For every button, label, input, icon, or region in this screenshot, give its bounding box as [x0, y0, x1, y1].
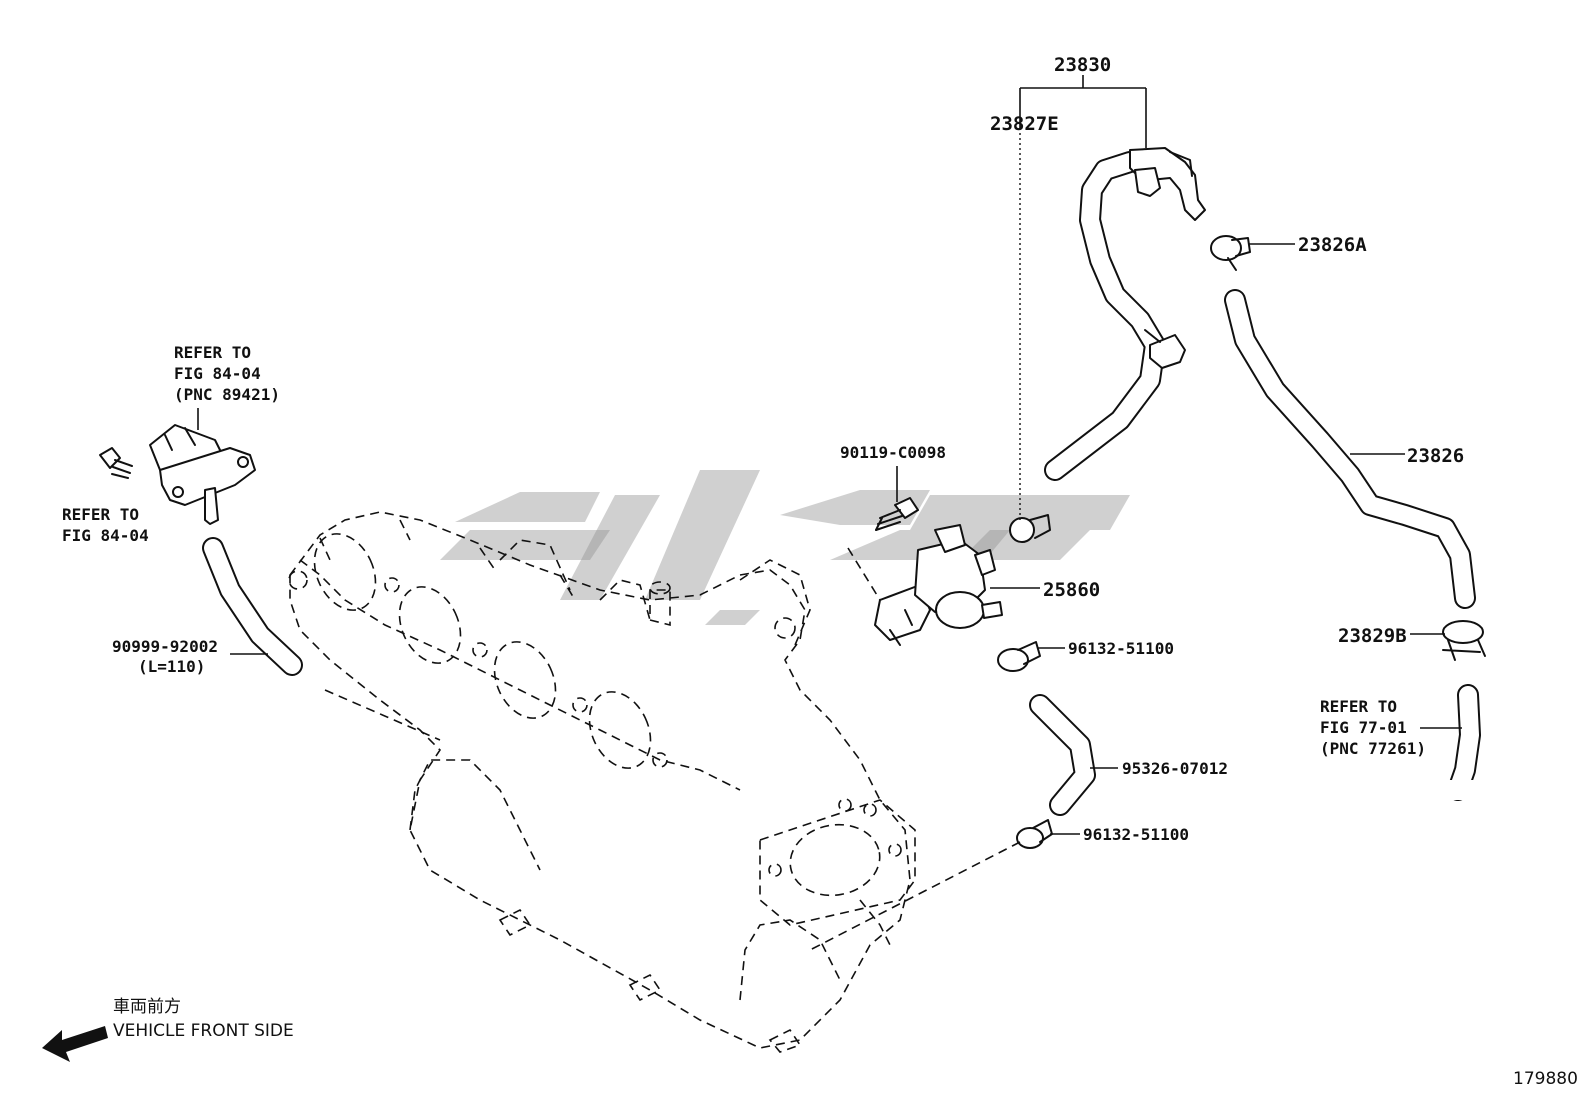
label-refer-right-3: (PNC 77261)	[1320, 739, 1426, 758]
hose-23826	[1224, 289, 1476, 609]
vacuum-switching-valve-25860	[874, 524, 1003, 646]
hose-clamp-23826a	[1210, 235, 1251, 271]
hose-clamp-96132-top	[997, 641, 1041, 672]
label-23827e: 23827E	[990, 113, 1059, 135]
label-refer-top-2: FIG 84-04	[174, 364, 261, 383]
label-refer-top-1: REFER TO	[174, 343, 251, 362]
label-refer-left-1: REFER TO	[62, 505, 139, 524]
pcv-hose-23830	[1044, 147, 1206, 481]
label-refer-top-3: (PNC 89421)	[174, 385, 280, 404]
arrow-left-icon	[42, 1026, 108, 1062]
label-90119: 90119-C0098	[840, 443, 946, 462]
label-23826a: 23826A	[1298, 234, 1367, 256]
label-23829b: 23829B	[1338, 625, 1407, 647]
intake-manifold	[288, 511, 916, 1053]
label-23826: 23826	[1407, 445, 1464, 467]
label-95326: 95326-07012	[1122, 759, 1228, 778]
pressure-sensor	[149, 424, 256, 525]
label-refer-right-1: REFER TO	[1320, 697, 1397, 716]
hose-clamp-96132-bottom	[1016, 819, 1053, 849]
label-90999-length: (L=110)	[138, 657, 205, 676]
hose-90999	[202, 537, 303, 676]
label-96132-top: 96132-51100	[1068, 639, 1174, 658]
hose-refer-fig-77-01	[1440, 684, 1481, 801]
hose-95326	[1029, 694, 1096, 816]
label-25860: 25860	[1043, 579, 1100, 601]
hose-clamp-23829b	[1442, 620, 1486, 661]
label-23830: 23830	[1054, 54, 1111, 76]
bolt-90119	[875, 497, 919, 531]
brand-watermark	[440, 470, 1130, 625]
leader-lines	[197, 75, 1462, 951]
label-refer-right-2: FIG 77-01	[1320, 718, 1407, 737]
figure-number: 179880	[1513, 1069, 1578, 1089]
label-96132-bottom: 96132-51100	[1083, 825, 1189, 844]
label-front-en: VEHICLE FRONT SIDE	[113, 1021, 294, 1041]
sensor-bolt	[99, 447, 133, 479]
label-front-jp: 車両前方	[113, 997, 181, 1017]
label-90999: 90999-92002	[112, 637, 218, 656]
label-refer-left-2: FIG 84-04	[62, 526, 149, 545]
hose-clamp-23827e	[1009, 514, 1051, 543]
